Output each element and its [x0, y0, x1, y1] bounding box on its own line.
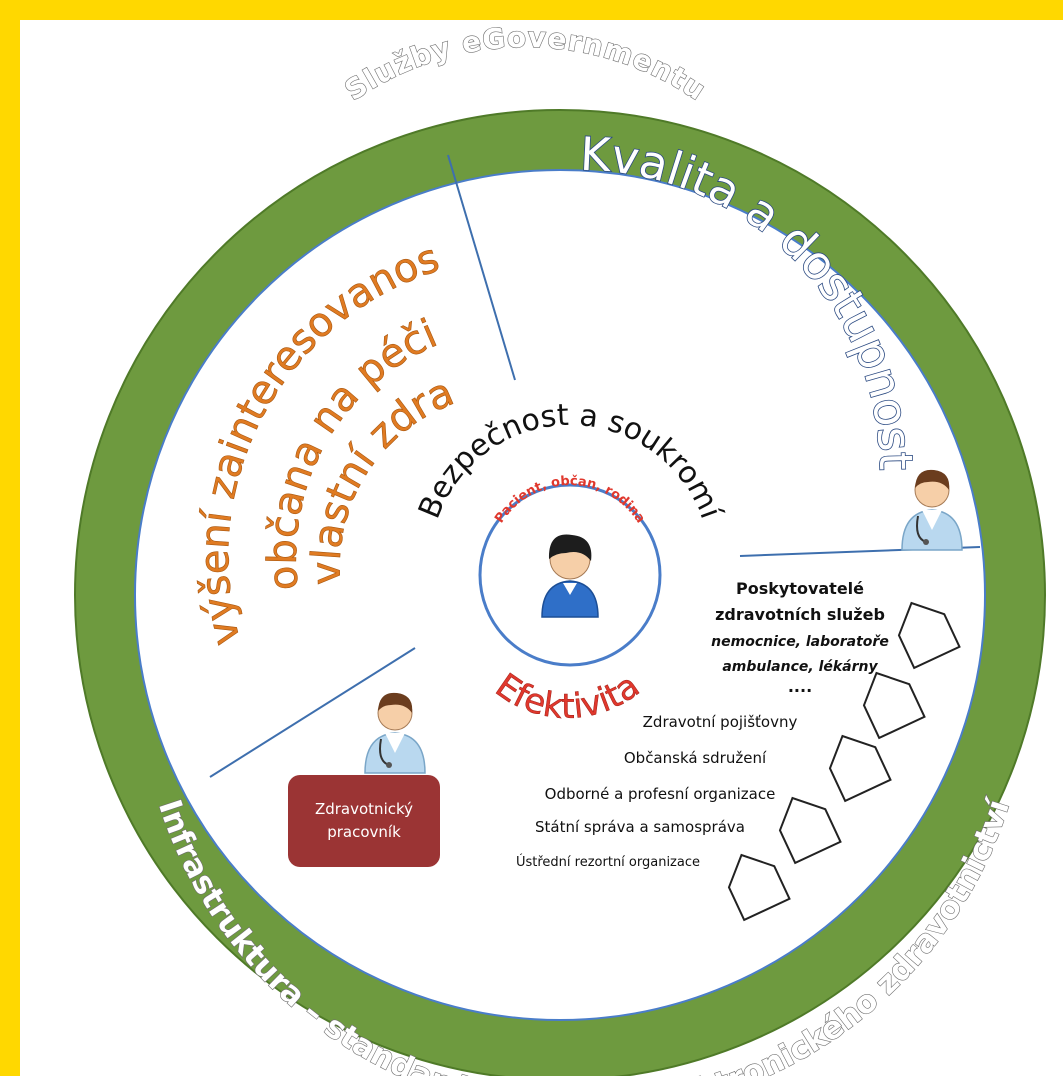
stakeholder-item: Občanská sdružení [624, 749, 767, 767]
stakeholder-item: zdravotních služeb [715, 605, 885, 624]
house-icon [778, 796, 842, 865]
health-worker-line-1: Zdravotnický [315, 800, 413, 818]
health-worker-line-2: pracovník [327, 823, 401, 841]
house-icon [727, 853, 791, 922]
stakeholder-item: nemocnice, laboratoře [711, 634, 889, 650]
stakeholder-item: .... [788, 677, 812, 696]
person-icon [541, 534, 599, 618]
house-icon [828, 734, 892, 803]
stakeholder-item: Státní správa a samospráva [535, 818, 745, 836]
stakeholder-item: Odborné a profesní organizace [545, 785, 776, 803]
divider-top [447, 154, 516, 381]
house-icon [862, 671, 926, 740]
health-worker-box [288, 775, 440, 867]
diagram-svg: Služby eGovernmentu Infrastruktura – sta… [20, 20, 1046, 1076]
doctor-icon [364, 692, 426, 774]
divider-left [209, 647, 416, 778]
diagram-canvas: Služby eGovernmentu Infrastruktura – sta… [20, 20, 1063, 1076]
stakeholder-item: Ústřední rezortní organizace [516, 854, 700, 870]
ring-top-label: Služby eGovernmentu [339, 21, 712, 107]
stakeholder-list: Poskytovatelé zdravotních služeb nemocni… [516, 579, 889, 870]
doctor-icon [901, 469, 963, 551]
stakeholder-item: Poskytovatelé [736, 579, 864, 598]
stakeholder-item: Zdravotní pojišťovny [643, 713, 798, 731]
house-icon [897, 601, 961, 670]
stakeholder-item: ambulance, lékárny [722, 659, 878, 675]
